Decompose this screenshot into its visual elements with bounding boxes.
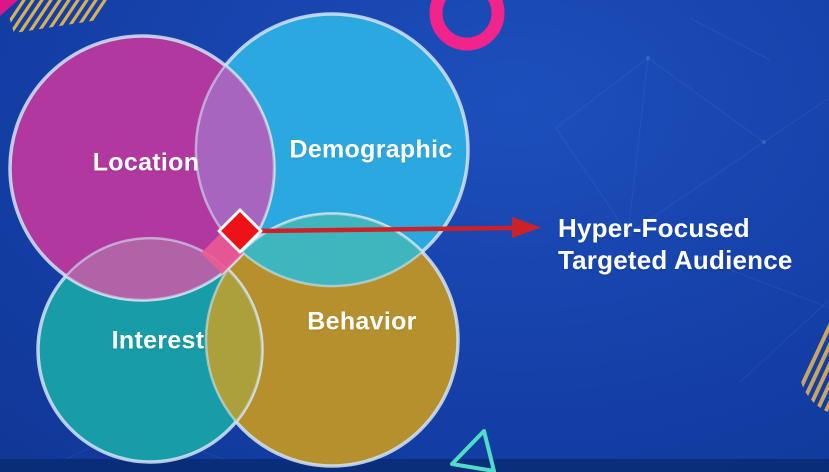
topleft-stripes-decoration: [4, 0, 110, 33]
label-location: Location: [92, 148, 200, 177]
pink-ring-decoration: [429, 0, 505, 51]
annotation-arrow-head: [512, 217, 541, 238]
label-demographic: Demographic: [289, 135, 453, 164]
label-behavior: Behavior: [307, 307, 417, 336]
annotation-arrow-line: [257, 225, 515, 234]
teal-triangle-decoration: [450, 429, 496, 472]
bottom-band: [0, 459, 829, 472]
annotation-line-1: Hyper-Focused: [558, 213, 750, 243]
right-striped-circle-decoration: [799, 320, 829, 416]
overlap-interest-behavior: [204, 267, 264, 424]
label-interest: Interest: [111, 326, 205, 355]
center-diamond-marker-outline: [217, 208, 263, 254]
annotation-text: Hyper-Focused Targeted Audience: [558, 212, 793, 276]
annotation-line-2: Targeted Audience: [558, 245, 793, 275]
corner-triangle-accent: [0, 0, 18, 16]
